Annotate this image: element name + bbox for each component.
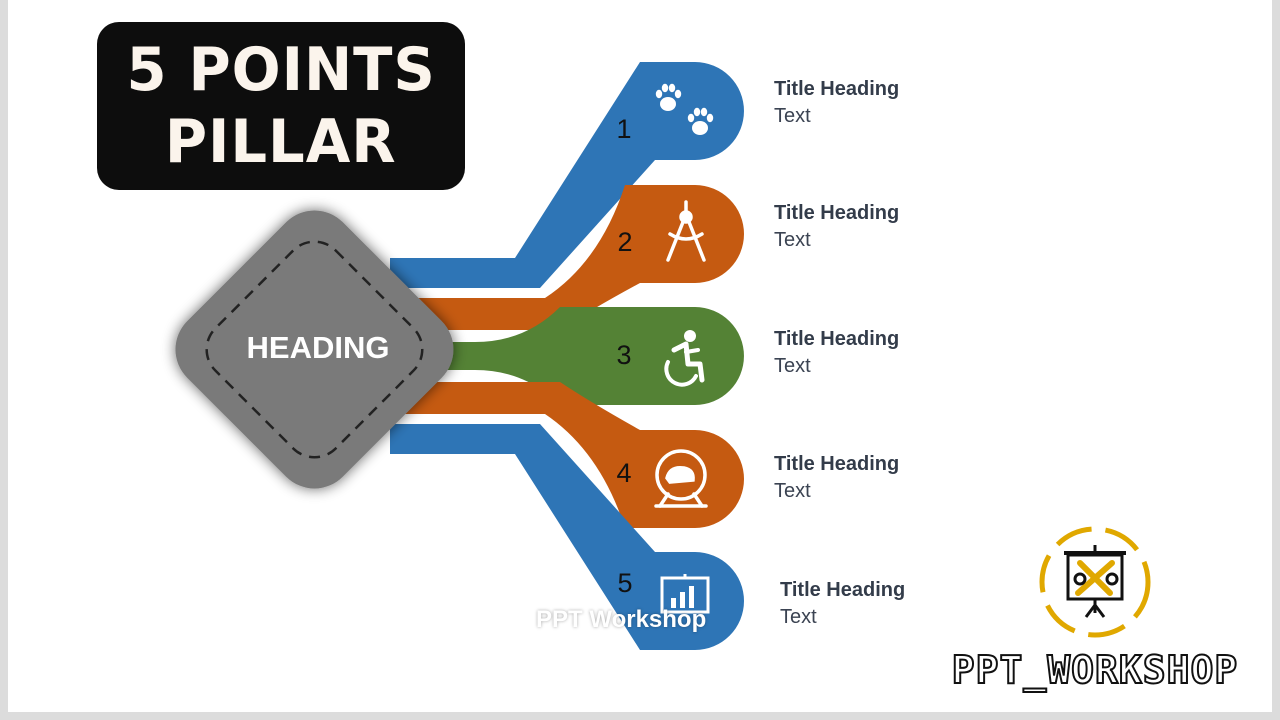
item-body-1: Text [774, 105, 811, 127]
title-line-1: 5 POINTS [126, 35, 436, 105]
pillar-number-1: 1 [616, 114, 632, 144]
pillar-5 [390, 424, 744, 650]
pillar-3 [400, 307, 744, 405]
pillar-1 [390, 62, 744, 288]
item-text-5: Title Heading Text [780, 577, 905, 631]
pillar-2 [400, 185, 744, 330]
brand-name: PPT_WORKSHOP [951, 647, 1239, 693]
item-title-1: Title Heading [774, 78, 900, 100]
hamster-wheel-icon [654, 449, 708, 508]
pillar-number-2: 2 [617, 227, 633, 257]
item-title-5: Title Heading [780, 579, 906, 601]
item-text-2: Title Heading Text [774, 200, 899, 254]
center-dashed-border [205, 240, 424, 459]
pillar-number-4: 4 [616, 458, 632, 488]
presentation-chart-icon [660, 574, 710, 614]
pillar-number-5: 5 [617, 568, 633, 598]
drawing-compass-icon [666, 200, 706, 262]
title-line-2: PILLAR [165, 107, 397, 177]
item-body-5: Text [780, 606, 817, 628]
item-text-3: Title Heading Text [774, 326, 899, 380]
item-body-4: Text [774, 480, 811, 502]
item-title-4: Title Heading [774, 453, 900, 475]
item-body-2: Text [774, 229, 811, 251]
paw-prints-icon [655, 83, 714, 135]
center-diamond [175, 210, 454, 489]
presentation-tools-icon [1039, 526, 1151, 638]
item-title-3: Title Heading [774, 328, 900, 350]
item-title-2: Title Heading [774, 202, 900, 224]
center-heading: HEADING [246, 330, 390, 365]
item-body-3: Text [774, 355, 811, 377]
pillar-number-3: 3 [616, 340, 632, 370]
pillar-4 [400, 382, 744, 528]
item-text-4: Title Heading Text [774, 451, 899, 505]
title-banner: 5 POINTS PILLAR [97, 22, 465, 190]
item-text-1: Title Heading Text [774, 76, 899, 130]
watermark-text: PPT Workshop [536, 606, 707, 633]
wheelchair-icon [664, 330, 705, 387]
